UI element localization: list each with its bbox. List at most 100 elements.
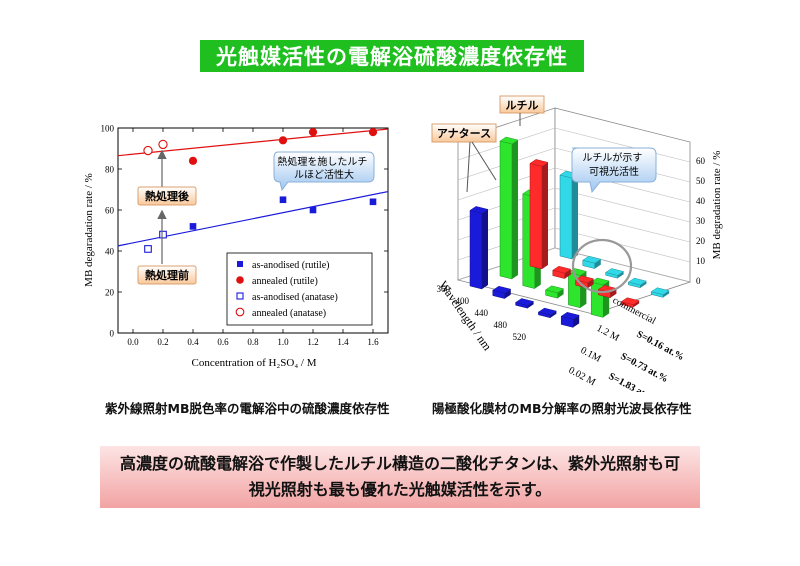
- wavelength-tick-label: 520: [513, 332, 527, 342]
- data-point: [237, 261, 243, 267]
- after-heat-label: 熱処理後: [145, 189, 190, 203]
- anatase-label: アナタース: [437, 127, 491, 140]
- data-point: [308, 128, 318, 137]
- bar-side: [617, 271, 624, 279]
- bar-top: [499, 136, 519, 145]
- x-tick-label: 0.6: [217, 337, 229, 347]
- y-tick-label: 40: [105, 247, 115, 257]
- wavelength-tick-label: 400: [456, 296, 470, 306]
- bar-side: [663, 290, 670, 298]
- page-title: 光触媒活性の電解浴硫酸濃度依存性: [200, 40, 584, 72]
- bar-top: [529, 159, 549, 167]
- data-point: [279, 196, 287, 204]
- data-point: [309, 206, 317, 214]
- x-tick-label: 1.2: [307, 337, 318, 347]
- bar-top: [552, 265, 572, 274]
- visible-light-note-callout: [571, 147, 657, 194]
- legend: [226, 252, 373, 326]
- data-point: [278, 136, 288, 145]
- z-axis-label: MB degradation rate / %: [711, 151, 723, 260]
- rutile-note-text: 熱処理を施したルチ ルほど活性大: [277, 155, 370, 181]
- data-point: [368, 128, 378, 137]
- z-tick-label: 10: [696, 256, 706, 266]
- data-point: [159, 230, 167, 239]
- bar-side: [512, 140, 518, 279]
- bar-top: [514, 298, 535, 306]
- legend-entry: annealed (rutile): [252, 276, 318, 287]
- row-label: 0.1M: [579, 345, 603, 365]
- z-tick-label: 20: [696, 236, 706, 246]
- bar-top: [537, 307, 558, 316]
- bar-front: [559, 174, 573, 260]
- x-tick-label: 0.0: [127, 337, 139, 347]
- x-tick-label: 0.2: [157, 337, 168, 347]
- before-heat-label: 熱処理前: [145, 268, 189, 282]
- bar-side: [482, 209, 488, 289]
- bar-top: [560, 312, 580, 320]
- anatase-pointer-2: [471, 141, 497, 181]
- legend-entry: as-anodised (anatase): [252, 292, 338, 303]
- data-point: [236, 292, 244, 300]
- bar-top: [604, 268, 625, 276]
- bar-front: [529, 163, 543, 270]
- rutile-label-box: [499, 95, 545, 114]
- z-tick-label: 50: [696, 176, 706, 186]
- anatase-label-box: [431, 123, 497, 143]
- data-point: [235, 307, 245, 317]
- z-tick-label: 60: [696, 156, 706, 166]
- left-caption: 紫外線照射MB脱色率の電解浴中の硫酸濃度依存性: [105, 401, 390, 416]
- bar-top: [627, 277, 648, 286]
- data-point: [158, 139, 168, 150]
- z-tick-label: 30: [696, 216, 706, 226]
- bar-top: [574, 275, 595, 284]
- row-note: S=0.16 at.%: [635, 329, 686, 363]
- y-tick-label: 80: [105, 165, 115, 175]
- z-tick-label: 0: [696, 276, 701, 286]
- bar-side: [640, 281, 647, 288]
- bar-top: [544, 285, 565, 294]
- summary-box: 高濃度の硫酸電解浴で作製したルチル構造の二酸化チタンは、紫外光照射も可 視光照射…: [100, 446, 700, 508]
- x-tick-label: 1.4: [337, 337, 349, 347]
- bar-side: [594, 259, 601, 269]
- rutile-label: ルチル: [506, 99, 539, 112]
- bar-side: [557, 288, 564, 299]
- bar-side: [587, 278, 594, 289]
- anatase-pointer-1: [466, 141, 471, 193]
- row-label: 1.2 M: [595, 323, 621, 344]
- legend-entry: as-anodised (rutile): [252, 260, 329, 271]
- summary-line-2: 視光照射も最も優れた光触媒活性を示す。: [248, 480, 552, 499]
- right-caption: 陽極酸化膜材のMB分解率の照射光波長依存性: [432, 401, 692, 416]
- y-tick-label: 0: [110, 329, 115, 339]
- z-tick-label: 40: [696, 196, 706, 206]
- y-tick-label: 20: [105, 288, 115, 298]
- bar-side: [633, 300, 640, 308]
- bar-top: [469, 206, 489, 214]
- bar-side: [564, 269, 571, 279]
- y-tick-label: 60: [105, 206, 115, 216]
- x-tick-label: 0.8: [247, 337, 259, 347]
- visible-light-note-text: ルチルが示す 可視光活性: [582, 151, 645, 178]
- x-axis-label: Concentration of H₂SO₄ / M: [192, 357, 317, 369]
- bar-top: [582, 255, 602, 264]
- x-tick-label: 0.4: [187, 337, 199, 347]
- y-tick-label: 100: [101, 124, 115, 134]
- bar-top: [620, 297, 640, 305]
- data-point: [236, 276, 244, 284]
- wavelength-tick-label: 360: [437, 284, 451, 294]
- data-point: [188, 156, 198, 165]
- bar-side: [610, 288, 617, 298]
- bar-top: [492, 285, 512, 294]
- bar-side: [542, 162, 548, 269]
- row-label: 0.02 M: [567, 365, 598, 388]
- bar-side: [527, 301, 534, 309]
- data-point: [369, 198, 377, 206]
- bar-side: [504, 289, 511, 299]
- x-tick-label: 1.0: [277, 337, 289, 347]
- bar-side: [572, 174, 578, 259]
- data-point: [143, 145, 153, 156]
- before-heat-callout: [137, 265, 197, 285]
- data-point: [144, 245, 152, 253]
- bar-front: [469, 210, 483, 290]
